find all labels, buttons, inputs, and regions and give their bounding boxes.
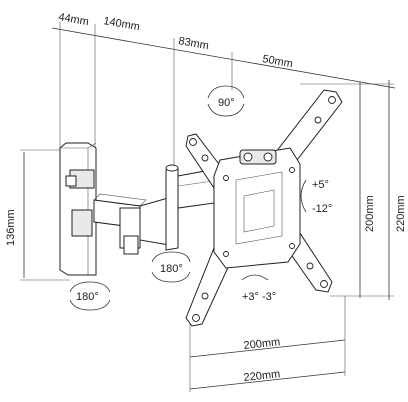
dimension-lines bbox=[20, 22, 396, 392]
dim-220mm-horizontal: 220mm bbox=[243, 368, 281, 384]
dim-200mm-horizontal: 200mm bbox=[243, 336, 281, 352]
angle-roll: +3° -3° bbox=[242, 291, 276, 303]
vesa-plate bbox=[185, 89, 343, 327]
angle-180-arm: 180° bbox=[160, 263, 183, 275]
rotation-arrows bbox=[69, 85, 307, 311]
rotation-labels: 90° 180° 180° +5° -12° +3° -3° bbox=[76, 97, 332, 303]
dim-50mm: 50mm bbox=[261, 53, 293, 70]
dimension-labels: 44mm 140mm 83mm 50mm 136mm 200mm 220mm 2… bbox=[5, 11, 407, 384]
dim-200mm-vertical: 200mm bbox=[364, 195, 376, 232]
dim-136mm: 136mm bbox=[5, 209, 17, 246]
angle-tilt-up: +5° bbox=[312, 179, 329, 191]
dim-83mm: 83mm bbox=[177, 35, 209, 52]
wall-plate bbox=[59, 142, 97, 276]
dim-140mm: 140mm bbox=[102, 15, 140, 33]
angle-tilt-down: -12° bbox=[312, 203, 332, 215]
angle-90: 90° bbox=[218, 97, 235, 109]
dim-220mm-vertical: 220mm bbox=[395, 195, 407, 232]
dim-44mm: 44mm bbox=[57, 11, 89, 28]
angle-180-wall: 180° bbox=[76, 291, 99, 303]
